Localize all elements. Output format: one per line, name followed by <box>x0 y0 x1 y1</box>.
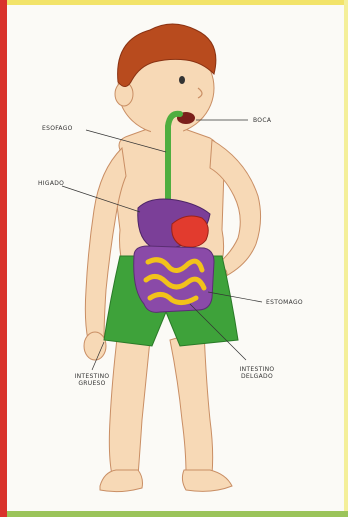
feet <box>100 470 232 492</box>
label-intestino-grueso: INTESTINO GRUESO <box>68 373 116 387</box>
label-intestino-delgado-line2: DELGADO <box>241 373 273 380</box>
left-hand <box>84 332 106 360</box>
stomach <box>172 216 209 247</box>
label-boca: BOCA <box>253 117 271 124</box>
label-intestino-grueso-line1: INTESTINO <box>75 373 110 380</box>
label-intestino-delgado: INTESTINO DELGADO <box>232 366 282 380</box>
label-higado: HIGADO <box>38 180 64 187</box>
label-estomago: ESTOMAGO <box>266 299 303 306</box>
eye <box>179 76 185 84</box>
label-esofago: ESOFAGO <box>42 125 73 132</box>
label-intestino-grueso-line2: GRUESO <box>78 380 105 387</box>
label-intestino-delgado-line1: INTESTINO <box>240 366 275 373</box>
legs <box>109 330 212 476</box>
